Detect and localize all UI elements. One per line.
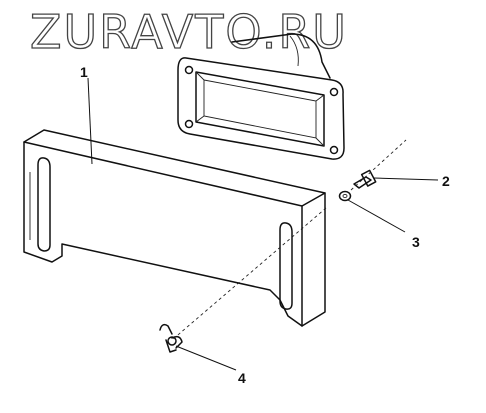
callout-label-2: 2 [442, 173, 450, 189]
lamp-housing [177, 33, 345, 160]
bolt [353, 169, 377, 189]
callout-label-4: 4 [238, 370, 246, 386]
mounting-hole [184, 65, 194, 75]
mounting-hole [329, 145, 339, 155]
mounting-bracket [23, 129, 326, 327]
mounting-hole [184, 119, 194, 129]
mounting-hole [329, 87, 339, 97]
wing-nut [159, 323, 183, 353]
callout-label-3: 3 [412, 234, 420, 250]
callout-label-1: 1 [80, 64, 88, 80]
leader-line-3 [347, 199, 406, 233]
washer [338, 190, 352, 202]
leader-line-1 [87, 77, 93, 165]
leader-line-2 [373, 177, 439, 181]
leader-line-4 [175, 345, 237, 371]
watermark-text: ZURAVTO.RU [30, 5, 348, 59]
